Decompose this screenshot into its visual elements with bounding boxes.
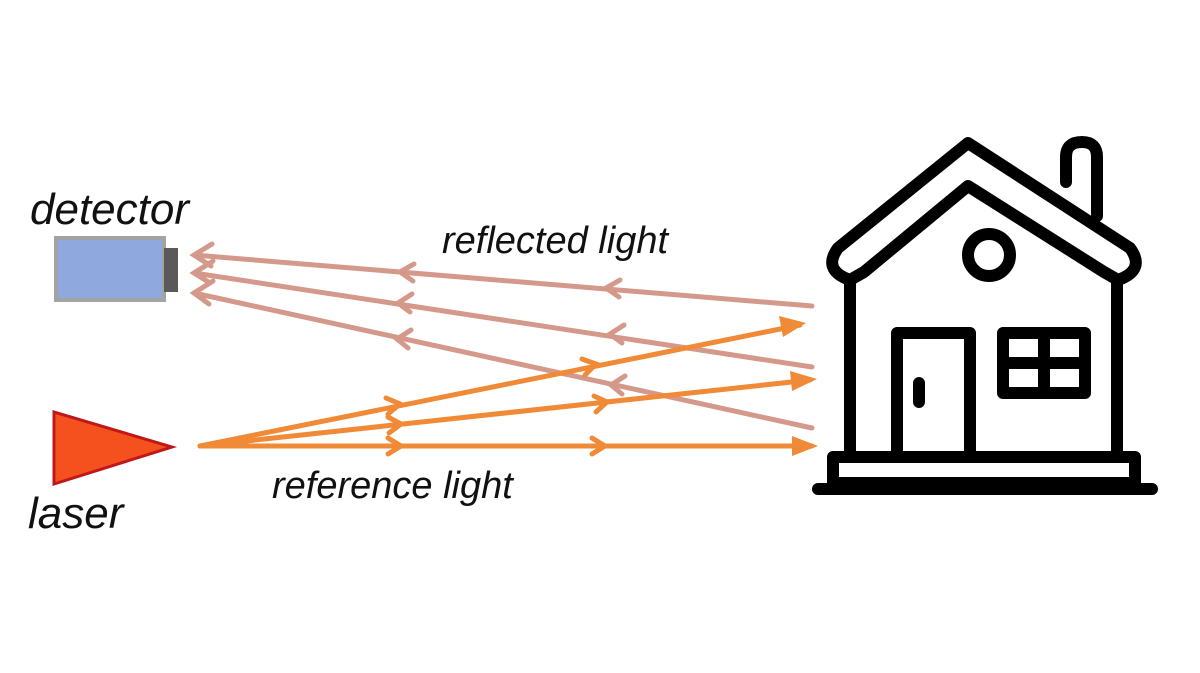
detector-icon	[54, 236, 178, 302]
reflected-chevron	[601, 277, 623, 300]
reflected-beam-1	[191, 252, 815, 309]
detector-body	[54, 236, 166, 302]
reflected-chevron	[395, 261, 417, 284]
outgoing-chevron	[579, 356, 601, 378]
outgoing-beam-1	[197, 322, 803, 449]
round-window	[962, 228, 1016, 282]
laser-label: laser	[28, 489, 124, 538]
chimney	[1060, 136, 1103, 222]
outgoing-arrowhead-3	[792, 436, 818, 456]
outgoing-chevron	[383, 395, 405, 417]
outgoing-beam-2	[197, 377, 813, 449]
laser-icon	[52, 409, 178, 487]
detector-lens	[164, 248, 178, 292]
reflected-arrowhead-2	[189, 258, 216, 286]
reference-light-label: reference light	[272, 465, 513, 507]
outgoing-chevron	[589, 435, 610, 457]
reference-arrowheads	[779, 316, 818, 456]
reflected-beam-2	[191, 270, 815, 370]
reflected-chevron	[392, 327, 414, 351]
reflected-beams	[189, 241, 815, 431]
door	[891, 327, 976, 463]
reference-beams	[197, 322, 815, 457]
house-icon	[812, 136, 1158, 495]
reflected-beam-3	[191, 290, 815, 431]
reflected-chevron	[605, 322, 627, 346]
outgoing-arrowhead-1	[779, 316, 806, 337]
reflected-arrowhead-1	[189, 241, 215, 269]
reflected-arrowhead-3	[189, 278, 216, 307]
reflected-chevron	[606, 373, 628, 397]
outgoing-arrowhead-2	[790, 371, 817, 391]
outgoing-chevron	[591, 393, 612, 415]
outgoing-chevron	[385, 435, 406, 457]
house-base	[827, 451, 1141, 489]
detector-label: detector	[30, 185, 189, 234]
laser-emitter	[52, 409, 178, 487]
reflected-chevron	[393, 291, 415, 315]
roof	[826, 137, 1142, 286]
outgoing-chevron	[385, 414, 406, 436]
reflected-light-label: reflected light	[442, 220, 669, 262]
